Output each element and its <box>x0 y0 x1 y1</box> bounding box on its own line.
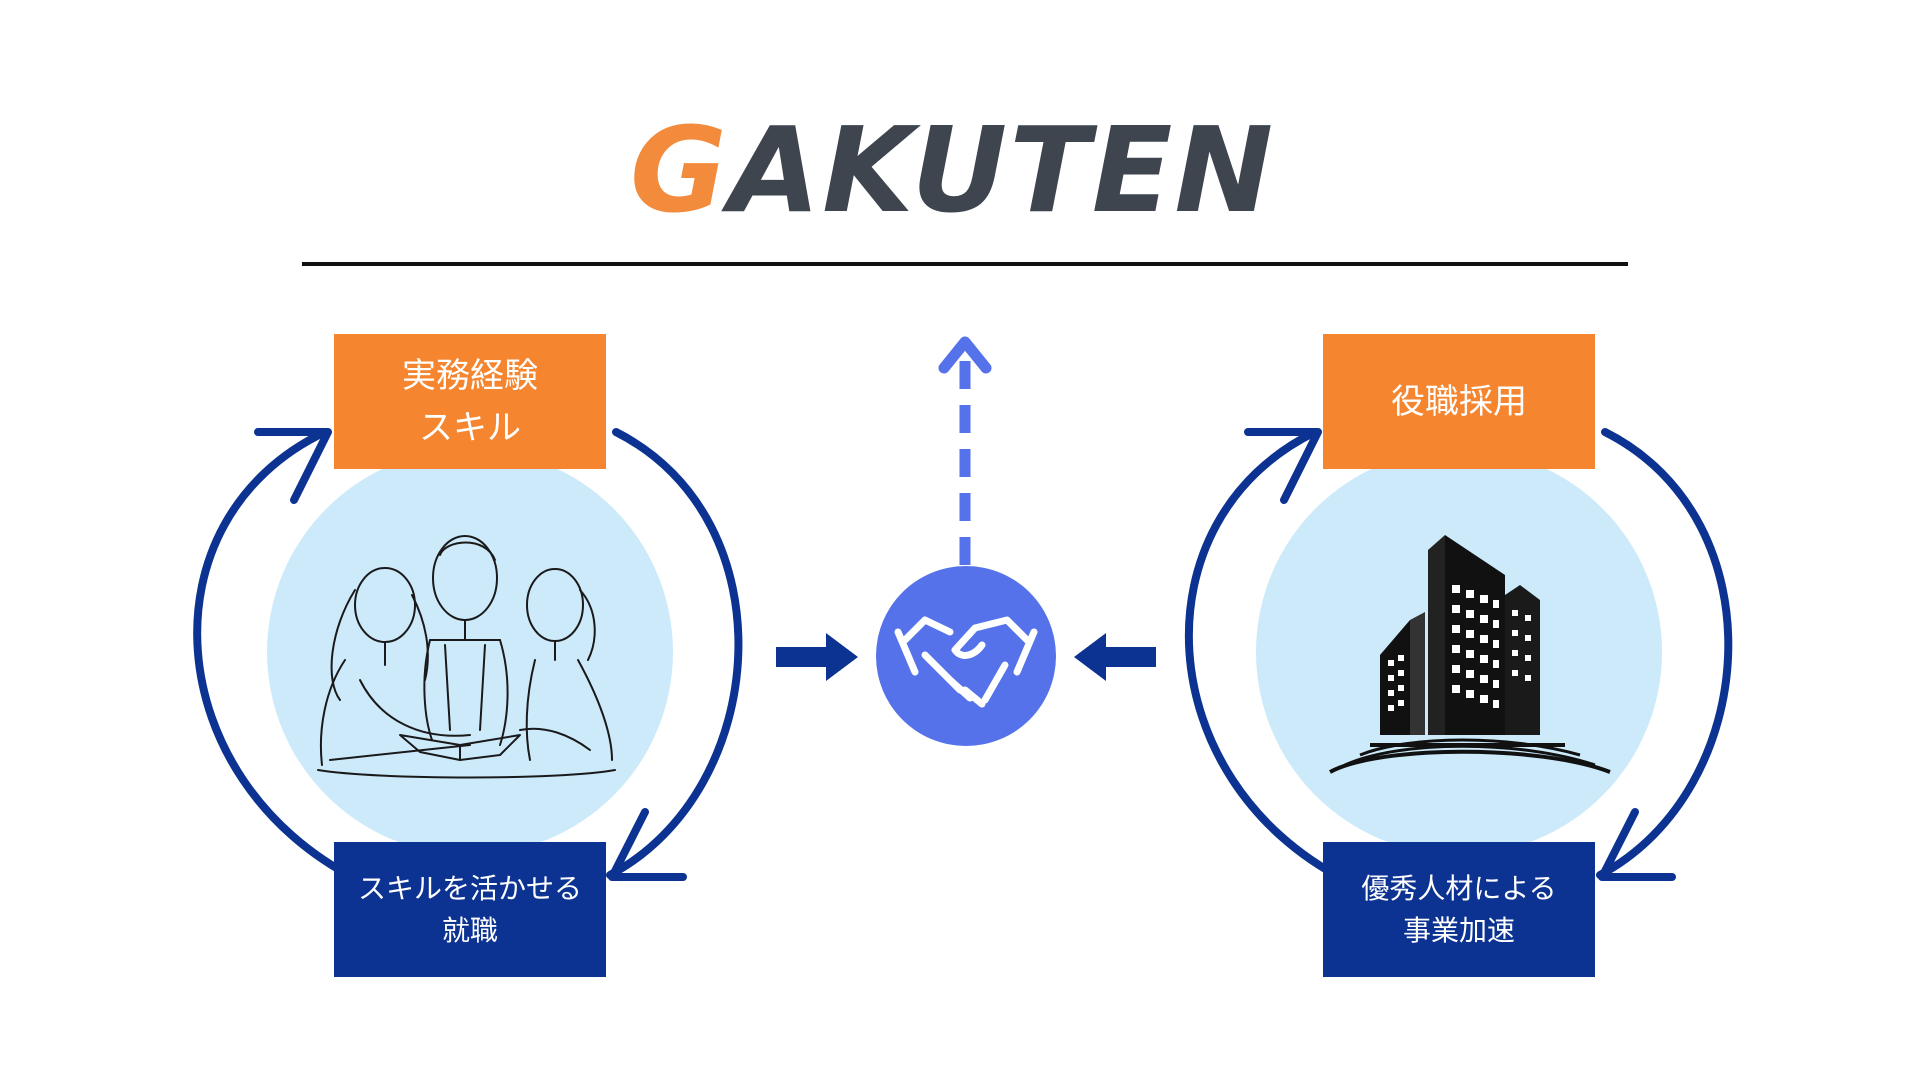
right-to-center-arrow <box>1074 633 1156 681</box>
logo-rest: AKUTEN <box>728 101 1276 239</box>
gakuten-logo: GAKUTEN <box>630 110 1290 230</box>
dashed-up-arrow-head <box>938 336 992 374</box>
left-cycle-arrowhead-bottom <box>608 808 687 881</box>
office-building-icon <box>1329 535 1611 774</box>
left-circle-background <box>267 449 673 855</box>
right-cycle-arc-left <box>1184 428 1349 884</box>
right-cycle-arc-right <box>1596 428 1733 879</box>
header-divider <box>302 262 1628 266</box>
left-cycle-arc-left <box>193 428 362 884</box>
left-top-label-box: 実務経験 スキル <box>334 334 606 469</box>
handshake-icon <box>894 616 1038 708</box>
left-cycle-arrowhead-top <box>254 428 332 504</box>
students-studying-sketch <box>317 535 616 779</box>
right-cycle-arrowhead-top <box>1244 428 1322 504</box>
left-cycle-arc-right <box>606 428 743 879</box>
logo-first-letter: G <box>630 101 729 239</box>
left-to-center-arrow <box>776 633 858 681</box>
right-top-label-box: 役職採用 <box>1323 334 1595 469</box>
right-cycle-arrowhead-bottom <box>1598 808 1676 881</box>
right-bottom-label-box: 優秀人材による 事業加速 <box>1323 842 1595 977</box>
left-bottom-label-box: スキルを活かせる 就職 <box>334 842 606 977</box>
